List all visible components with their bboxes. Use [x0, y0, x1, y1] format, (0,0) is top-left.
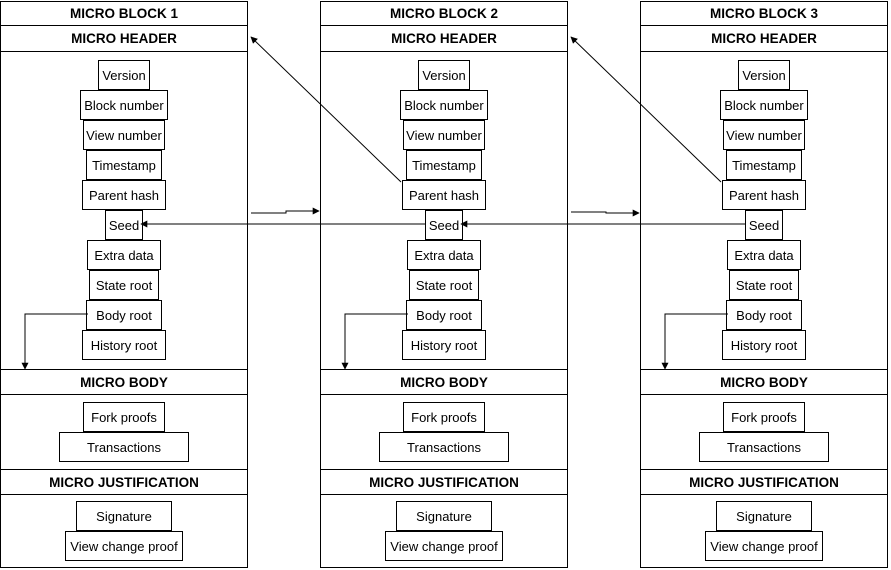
- field-seed: Seed: [425, 210, 463, 240]
- field-view-change-proof: View change proof: [65, 531, 183, 561]
- field-fork-proofs: Fork proofs: [403, 402, 485, 432]
- field-version: Version: [98, 60, 150, 90]
- micro-body-label: MICRO BODY: [1, 369, 247, 395]
- field-view-number: View number: [403, 120, 485, 150]
- micro-body-label: MICRO BODY: [321, 369, 567, 395]
- field-body-root: Body root: [406, 300, 482, 330]
- field-state-root: State root: [409, 270, 479, 300]
- field-fork-proofs: Fork proofs: [83, 402, 165, 432]
- micro-justification-label: MICRO JUSTIFICATION: [321, 469, 567, 495]
- field-view-number: View number: [723, 120, 805, 150]
- field-view-change-proof: View change proof: [705, 531, 823, 561]
- block-link-arrow-1-to-2: [251, 207, 320, 215]
- field-seed: Seed: [105, 210, 143, 240]
- field-transactions: Transactions: [699, 432, 829, 462]
- field-version: Version: [418, 60, 470, 90]
- micro-header-label: MICRO HEADER: [641, 26, 887, 52]
- field-extra-data: Extra data: [727, 240, 801, 270]
- field-body-root: Body root: [86, 300, 162, 330]
- field-signature: Signature: [76, 501, 172, 531]
- field-history-root: History root: [82, 330, 166, 360]
- field-block-number: Block number: [80, 90, 168, 120]
- field-timestamp: Timestamp: [86, 150, 162, 180]
- micro-justification-label: MICRO JUSTIFICATION: [1, 469, 247, 495]
- field-body-root: Body root: [726, 300, 802, 330]
- block-link-arrow-2-to-3: [571, 209, 640, 217]
- field-parent-hash: Parent hash: [402, 180, 486, 210]
- field-history-root: History root: [722, 330, 806, 360]
- block-title: MICRO BLOCK 3: [641, 2, 887, 26]
- field-block-number: Block number: [400, 90, 488, 120]
- field-state-root: State root: [89, 270, 159, 300]
- micro-body-label: MICRO BODY: [641, 369, 887, 395]
- block-title: MICRO BLOCK 2: [321, 2, 567, 26]
- field-view-number: View number: [83, 120, 165, 150]
- field-history-root: History root: [402, 330, 486, 360]
- field-view-change-proof: View change proof: [385, 531, 503, 561]
- field-parent-hash: Parent hash: [722, 180, 806, 210]
- field-block-number: Block number: [720, 90, 808, 120]
- field-signature: Signature: [716, 501, 812, 531]
- field-timestamp: Timestamp: [726, 150, 802, 180]
- field-transactions: Transactions: [59, 432, 189, 462]
- field-state-root: State root: [729, 270, 799, 300]
- field-signature: Signature: [396, 501, 492, 531]
- micro-header-label: MICRO HEADER: [321, 26, 567, 52]
- field-parent-hash: Parent hash: [82, 180, 166, 210]
- field-fork-proofs: Fork proofs: [723, 402, 805, 432]
- micro-justification-label: MICRO JUSTIFICATION: [641, 469, 887, 495]
- field-seed: Seed: [745, 210, 783, 240]
- block-title: MICRO BLOCK 1: [1, 2, 247, 26]
- field-version: Version: [738, 60, 790, 90]
- micro-header-label: MICRO HEADER: [1, 26, 247, 52]
- field-extra-data: Extra data: [87, 240, 161, 270]
- field-timestamp: Timestamp: [406, 150, 482, 180]
- field-extra-data: Extra data: [407, 240, 481, 270]
- field-transactions: Transactions: [379, 432, 509, 462]
